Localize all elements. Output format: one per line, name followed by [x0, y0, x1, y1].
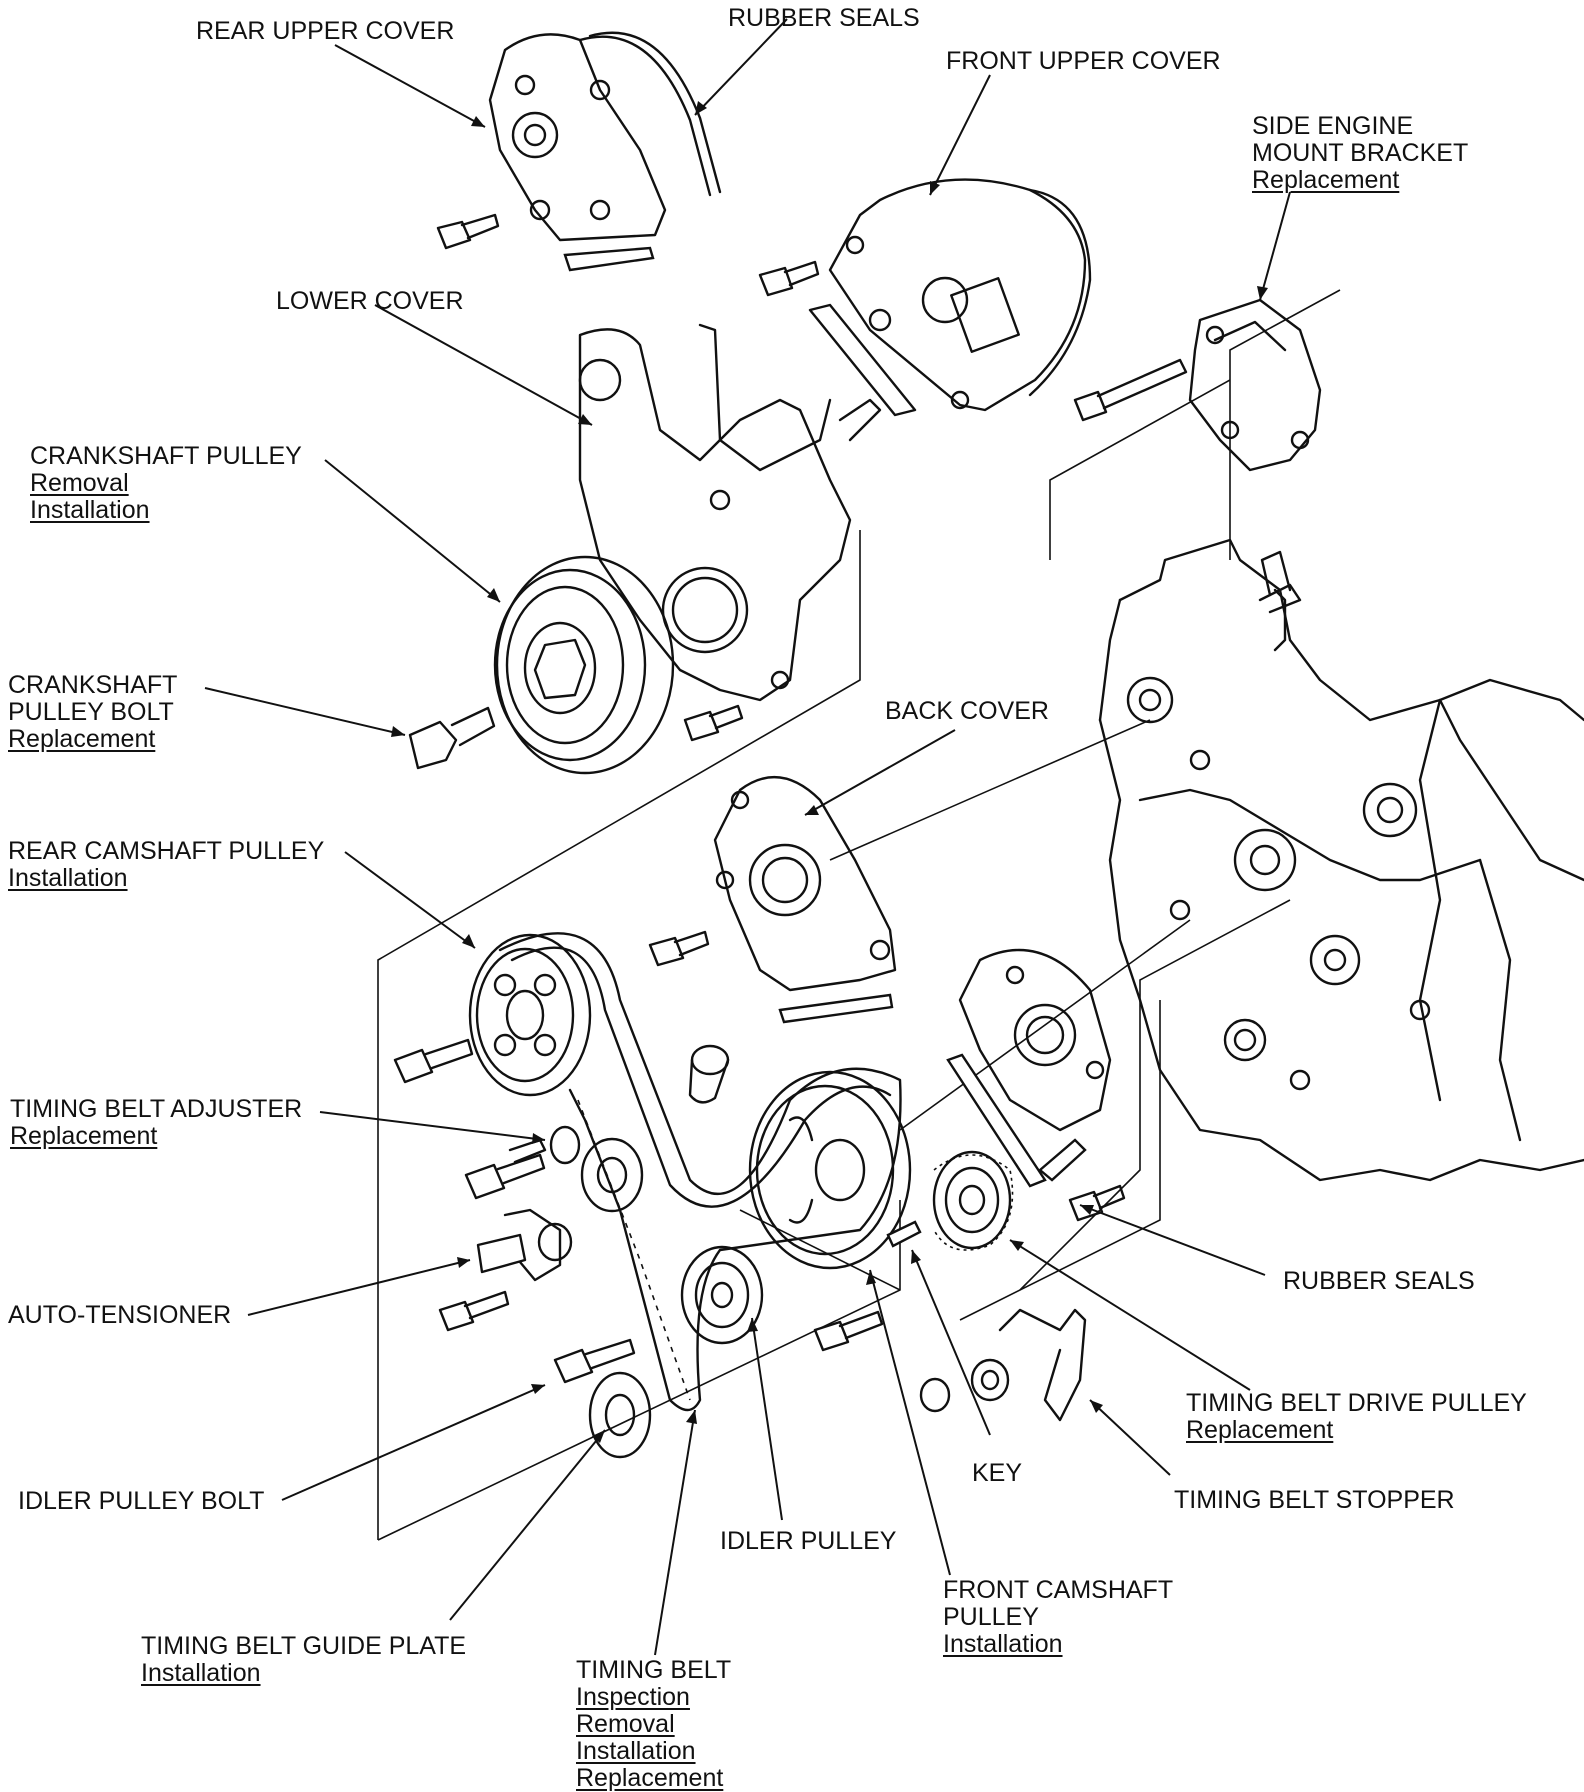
- auto-tensioner-part: [476, 1208, 573, 1282]
- crankshaft-pulley-part: [493, 555, 675, 775]
- front-camshaft-pulley-line1: FRONT CAMSHAFT: [943, 1576, 1174, 1604]
- crankshaft-pulley-removal-link[interactable]: Removal: [30, 469, 129, 497]
- side-engine-mount-bracket-line2: MOUNT BRACKET: [1252, 139, 1469, 167]
- label-rubber-seals-bottom: RUBBER SEALS: [1283, 1268, 1475, 1295]
- timing-belt-replacement-link[interactable]: Replacement: [576, 1764, 724, 1792]
- timing-belt-drive-pulley-replacement-link[interactable]: Replacement: [1186, 1416, 1334, 1444]
- timing-belt-adjuster-replacement-link[interactable]: Replacement: [10, 1122, 158, 1150]
- back-cover-title: BACK COVER: [885, 697, 1049, 725]
- rear-camshaft-pulley-part: [468, 933, 592, 1097]
- timing-belt-title: TIMING BELT: [576, 1656, 732, 1684]
- inner-cover-bolt: [1068, 1184, 1126, 1222]
- label-side-engine-mount-bracket: SIDE ENGINE MOUNT BRACKET Replacement: [1252, 113, 1468, 194]
- crankshaft-pulley-installation-link[interactable]: Installation: [30, 496, 150, 524]
- back-cover-part: [713, 776, 897, 1024]
- rear-camshaft-pulley-title: REAR CAMSHAFT PULLEY: [8, 837, 325, 865]
- key-title: KEY: [972, 1459, 1023, 1487]
- engine-block-part: [1098, 538, 1584, 1182]
- label-rear-camshaft-pulley: REAR CAMSHAFT PULLEY Installation: [8, 838, 324, 892]
- timing-belt-stopper-title: TIMING BELT STOPPER: [1174, 1486, 1455, 1514]
- rubber-seals-top-title: RUBBER SEALS: [728, 4, 920, 32]
- assembly-guide-lines: [377, 289, 1341, 1541]
- label-rubber-seals-top: RUBBER SEALS: [728, 5, 920, 32]
- front-upper-cover-bolt: [758, 260, 820, 297]
- back-cover-bolt: [648, 930, 710, 967]
- label-front-camshaft-pulley: FRONT CAMSHAFT PULLEY Installation: [943, 1577, 1173, 1658]
- lower-cover-title: LOWER COVER: [276, 287, 464, 315]
- label-idler-pulley: IDLER PULLEY: [720, 1528, 896, 1555]
- auto-tensioner-bolt: [438, 1290, 510, 1332]
- crankshaft-pulley-bolt-replacement-link[interactable]: Replacement: [8, 725, 156, 753]
- front-upper-cover-title: FRONT UPPER COVER: [946, 47, 1221, 75]
- idler-center-bolt: [813, 1310, 884, 1352]
- key-part: [886, 1220, 922, 1248]
- rear-camshaft-pulley-installation-link[interactable]: Installation: [8, 864, 128, 892]
- label-idler-pulley-bolt: IDLER PULLEY BOLT: [18, 1488, 264, 1515]
- lower-cover-part: [578, 323, 882, 702]
- crankshaft-pulley-bolt-line1: CRANKSHAFT: [8, 671, 178, 699]
- label-timing-belt-stopper: TIMING BELT STOPPER: [1174, 1487, 1455, 1514]
- side-engine-mount-bracket-bolt: [1073, 358, 1188, 422]
- crankshaft-pulley-bolt-part: [408, 706, 496, 770]
- label-crankshaft-pulley-bolt: CRANKSHAFT PULLEY BOLT Replacement: [8, 672, 177, 753]
- front-camshaft-pulley-part: [748, 1070, 912, 1270]
- inner-back-cover-part: [946, 948, 1112, 1188]
- idler-pulley-bolt-part: [553, 1338, 636, 1384]
- front-camshaft-pulley-installation-link[interactable]: Installation: [943, 1630, 1063, 1658]
- crankshaft-pulley-title: CRANKSHAFT PULLEY: [30, 442, 302, 470]
- label-timing-belt-guide-plate: TIMING BELT GUIDE PLATE Installation: [141, 1633, 466, 1687]
- spacer-sleeve-part: [688, 1044, 730, 1104]
- side-engine-mount-bracket-part: [1188, 298, 1322, 472]
- timing-belt-installation-link[interactable]: Installation: [576, 1737, 696, 1765]
- timing-belt-drive-pulley-title: TIMING BELT DRIVE PULLEY: [1186, 1389, 1527, 1417]
- idler-pulley-part: [680, 1245, 764, 1345]
- label-auto-tensioner: AUTO-TENSIONER: [8, 1302, 231, 1329]
- timing-belt-removal-link[interactable]: Removal: [576, 1710, 675, 1738]
- timing-belt-stopper-part: [919, 1308, 1087, 1422]
- label-crankshaft-pulley: CRANKSHAFT PULLEY Removal Installation: [30, 443, 302, 524]
- rubber-seals-bottom-title: RUBBER SEALS: [1283, 1267, 1475, 1295]
- auto-tensioner-title: AUTO-TENSIONER: [8, 1301, 232, 1329]
- rear-camshaft-pulley-bolt: [393, 1038, 474, 1084]
- side-engine-mount-bracket-line1: SIDE ENGINE: [1252, 112, 1414, 140]
- rear-upper-cover-part: [488, 31, 722, 272]
- label-timing-belt: TIMING BELT Inspection Removal Installat…: [576, 1657, 731, 1792]
- timing-belt-adjuster-title: TIMING BELT ADJUSTER: [10, 1095, 303, 1123]
- idler-pulley-title: IDLER PULLEY: [720, 1527, 897, 1555]
- timing-belt-guide-plate-installation-link[interactable]: Installation: [141, 1659, 261, 1687]
- label-rear-upper-cover: REAR UPPER COVER: [196, 18, 454, 45]
- timing-belt-guide-plate-part: [588, 1371, 652, 1459]
- label-front-upper-cover: FRONT UPPER COVER: [946, 48, 1221, 75]
- rear-upper-cover-bolt: [436, 213, 500, 250]
- label-timing-belt-adjuster: TIMING BELT ADJUSTER Replacement: [10, 1096, 302, 1150]
- side-engine-mount-bracket-replacement-link[interactable]: Replacement: [1252, 166, 1400, 194]
- label-timing-belt-drive-pulley: TIMING BELT DRIVE PULLEY Replacement: [1186, 1390, 1527, 1444]
- label-back-cover: BACK COVER: [885, 698, 1049, 725]
- label-lower-cover: LOWER COVER: [276, 288, 464, 315]
- timing-belt-part: [498, 932, 902, 1412]
- leader-lines: [204, 18, 1291, 1656]
- crankshaft-pulley-bolt-line2: PULLEY BOLT: [8, 698, 174, 726]
- timing-belt-inspection-link[interactable]: Inspection: [576, 1683, 690, 1711]
- timing-belt-adjuster-part: [508, 1125, 644, 1213]
- idler-pulley-bolt-title: IDLER PULLEY BOLT: [18, 1487, 265, 1515]
- front-upper-cover-part: [808, 178, 1092, 417]
- front-camshaft-pulley-line2: PULLEY: [943, 1603, 1039, 1631]
- adjuster-bolt: [464, 1153, 546, 1200]
- rear-upper-cover-title: REAR UPPER COVER: [196, 17, 455, 45]
- timing-belt-drive-pulley-part: [932, 1150, 1014, 1251]
- label-key: KEY: [972, 1460, 1022, 1487]
- timing-belt-guide-plate-title: TIMING BELT GUIDE PLATE: [141, 1632, 467, 1660]
- lower-cover-bolt: [683, 704, 744, 742]
